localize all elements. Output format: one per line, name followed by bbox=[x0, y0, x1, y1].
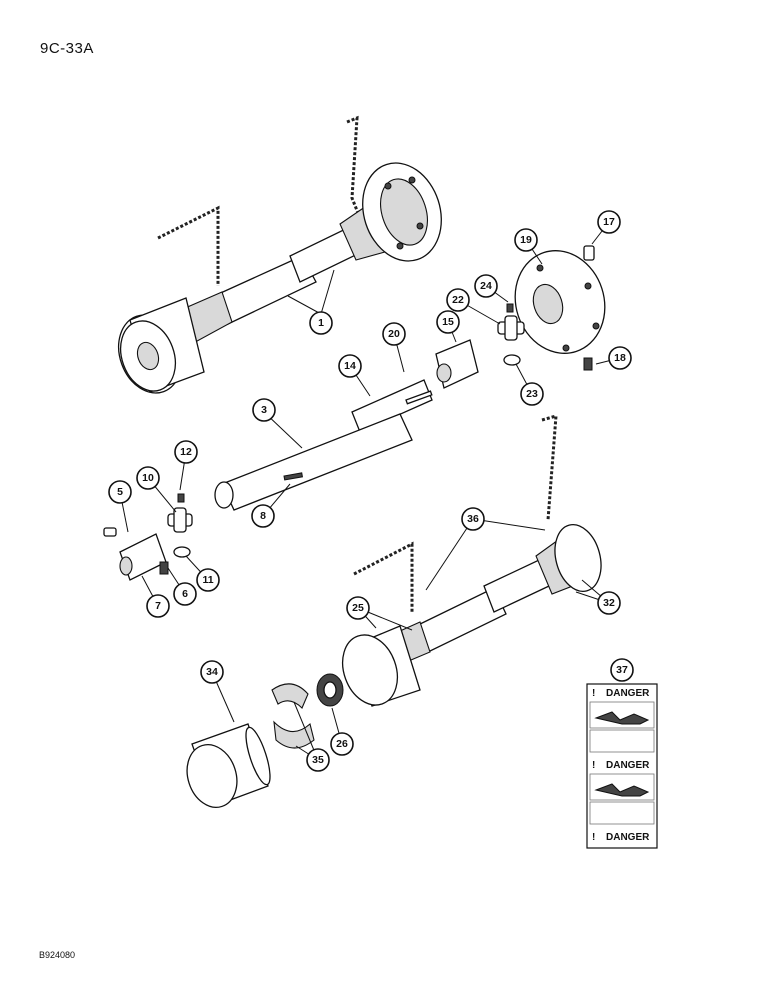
callout-5: 5 bbox=[108, 480, 132, 504]
callout-37: 37 bbox=[610, 658, 634, 682]
callout-label: 6 bbox=[182, 588, 188, 600]
callout-label: 11 bbox=[202, 574, 213, 586]
callout-label: 36 bbox=[467, 513, 479, 525]
callout-label: 32 bbox=[603, 597, 615, 609]
callout-label: 3 bbox=[261, 404, 267, 416]
callout-36: 36 bbox=[461, 507, 485, 531]
callout-32: 32 bbox=[597, 591, 621, 615]
upper-left-chain bbox=[157, 205, 220, 286]
callout-label: 17 bbox=[603, 216, 615, 228]
decal-warning-2: ! DANGER bbox=[592, 760, 650, 771]
callout-label: 34 bbox=[206, 666, 218, 678]
callout-label: 8 bbox=[260, 510, 266, 522]
callout-label: 12 bbox=[180, 446, 192, 458]
callout-label: 5 bbox=[117, 486, 123, 498]
callout-19: 19 bbox=[514, 228, 538, 252]
callout-35: 35 bbox=[306, 748, 330, 772]
decal-warning-1: ! DANGER bbox=[592, 688, 650, 699]
lower-yoke-kit bbox=[103, 493, 193, 581]
callout-6: 6 bbox=[173, 582, 197, 606]
callout-label: 10 bbox=[142, 472, 154, 484]
lower-right-chain bbox=[541, 413, 558, 521]
callout-10: 10 bbox=[136, 466, 160, 490]
danger-label: DANGER bbox=[606, 688, 650, 699]
callout-25: 25 bbox=[346, 596, 370, 620]
danger-label: DANGER bbox=[606, 760, 650, 771]
callout-label: 22 bbox=[452, 294, 464, 306]
callout-18: 18 bbox=[608, 346, 632, 370]
outer-tube-section bbox=[214, 413, 413, 511]
callout-14: 14 bbox=[338, 354, 362, 378]
warning-symbol: ! bbox=[592, 760, 595, 771]
callout-label: 19 bbox=[520, 234, 532, 246]
callout-label: 20 bbox=[388, 328, 400, 340]
figure-id: B924080 bbox=[39, 950, 76, 960]
callout-1: 1 bbox=[309, 311, 333, 335]
warning-symbol: ! bbox=[592, 832, 595, 843]
callout-label: 7 bbox=[155, 600, 161, 612]
upper-shaft-assembly bbox=[118, 115, 442, 394]
callout-15: 15 bbox=[436, 310, 460, 334]
shield-parts bbox=[186, 673, 344, 808]
flange-assembly bbox=[514, 245, 606, 371]
lower-left-chain bbox=[353, 541, 414, 612]
decal-warning-3: ! DANGER bbox=[592, 832, 650, 843]
callout-12: 12 bbox=[174, 440, 198, 464]
callout-label: 14 bbox=[344, 360, 356, 372]
callout-34: 34 bbox=[200, 660, 224, 684]
callout-17: 17 bbox=[597, 210, 621, 234]
warning-symbol: ! bbox=[592, 688, 595, 699]
callout-23: 23 bbox=[520, 382, 544, 406]
callout-22: 22 bbox=[446, 288, 470, 312]
callout-26: 26 bbox=[330, 732, 354, 756]
inner-tube-section bbox=[351, 339, 479, 433]
upper-right-chain bbox=[346, 115, 362, 219]
callout-label: 1 bbox=[318, 317, 324, 329]
page-number: 9C-33A bbox=[40, 40, 94, 57]
callout-8: 8 bbox=[251, 504, 275, 528]
callout-label: 25 bbox=[352, 602, 364, 614]
callout-24: 24 bbox=[474, 274, 498, 298]
callout-7: 7 bbox=[146, 594, 170, 618]
upper-cross-kit bbox=[497, 303, 525, 366]
callout-label: 37 bbox=[616, 664, 628, 676]
callout-label: 24 bbox=[480, 280, 492, 292]
lower-shaft-assembly bbox=[341, 413, 602, 707]
danger-decal: ! DANGER ! DANGER ! DANGER bbox=[586, 683, 658, 849]
callout-label: 35 bbox=[312, 754, 324, 766]
danger-label: DANGER bbox=[606, 832, 650, 843]
callout-3: 3 bbox=[252, 398, 276, 422]
callout-label: 26 bbox=[336, 738, 348, 750]
callout-label: 15 bbox=[442, 316, 454, 328]
callout-11: 11 bbox=[196, 568, 220, 592]
callout-label: 18 bbox=[614, 352, 626, 364]
callout-label: 23 bbox=[526, 388, 538, 400]
callout-20: 20 bbox=[382, 322, 406, 346]
